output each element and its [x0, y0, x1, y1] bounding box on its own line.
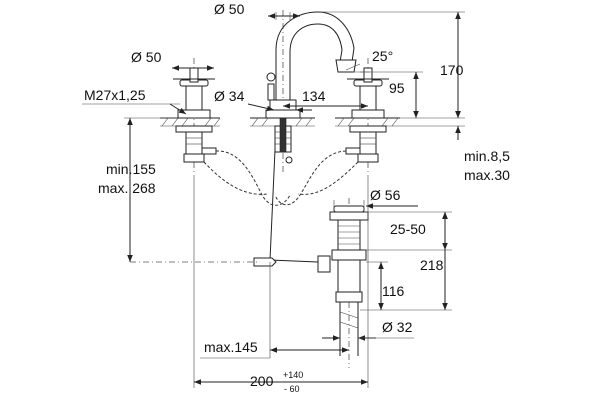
label-drain-depth: 116 — [382, 283, 405, 299]
drain-assembly — [317, 198, 369, 368]
label-rod-max: max.145 — [204, 339, 258, 355]
right-valve — [345, 58, 389, 175]
label-height-total: 170 — [440, 62, 464, 78]
label-supply-min: min.155 — [106, 161, 156, 177]
label-width-minus: - 60 — [284, 384, 300, 394]
label-hole-diameter: Ø 34 — [214, 88, 245, 104]
label-drain-height: 218 — [420, 257, 444, 273]
label-deck-max: max.30 — [464, 167, 510, 183]
label-angle: 25° — [372, 48, 393, 64]
label-drain-range: 25-50 — [390, 221, 426, 237]
label-spread: 134 — [302, 88, 326, 104]
lift-rod — [130, 257, 319, 267]
label-tailpiece-diameter: Ø 32 — [382, 319, 413, 335]
label-deck-min: min.8,5 — [464, 148, 510, 164]
supply-hoses — [203, 150, 359, 206]
label-height-outlet: 95 — [389, 80, 405, 96]
label-supply-max: max. 268 — [98, 180, 156, 196]
label-drain-diameter: Ø 56 — [370, 187, 401, 203]
dimension-lines — [82, 11, 465, 388]
left-valve — [173, 58, 217, 175]
label-handle-diameter: Ø 50 — [131, 49, 162, 65]
dimension-labels: Ø 50 Ø 50 M27x1,25 Ø 34 134 25° 170 95 m… — [84, 1, 510, 394]
label-thread: M27x1,25 — [84, 87, 146, 103]
label-width-plus: +140 — [283, 370, 303, 380]
label-spout-diameter: Ø 50 — [214, 1, 245, 17]
label-width-base: 200 — [250, 373, 274, 389]
